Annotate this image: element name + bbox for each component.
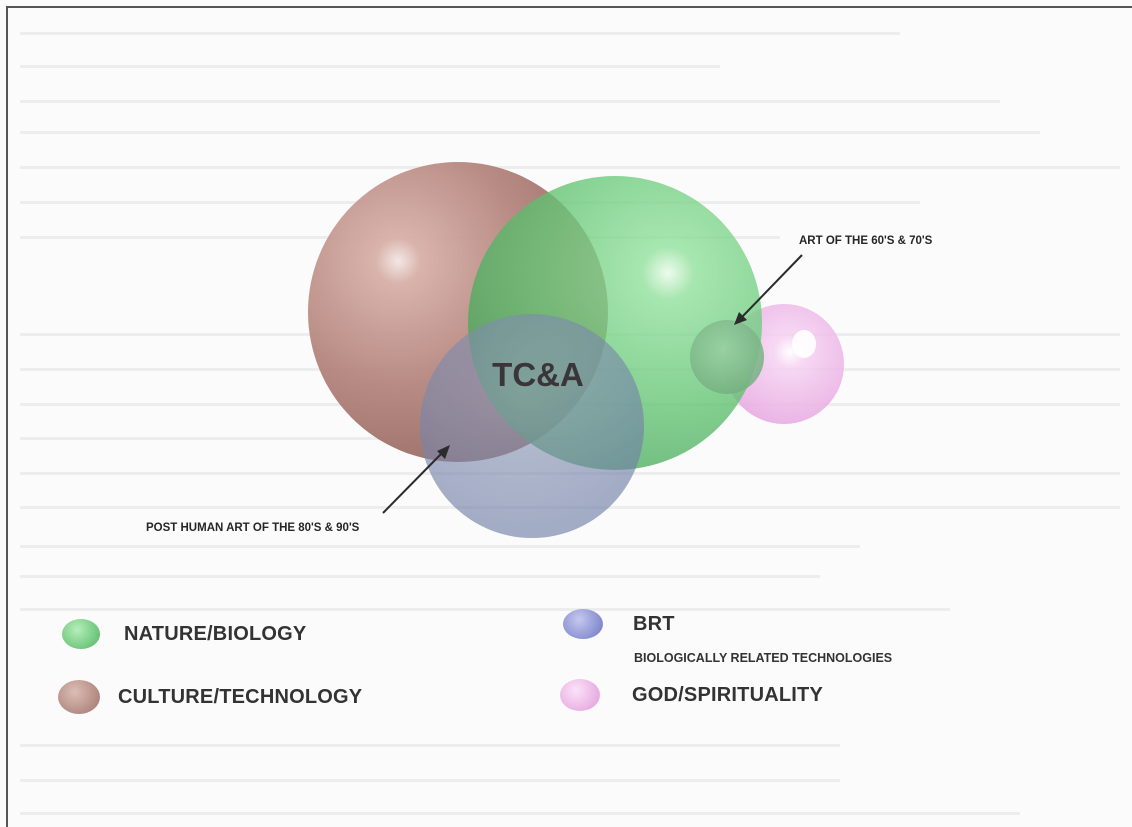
frame-border-top [6, 6, 1132, 8]
frame-border-left [6, 6, 8, 827]
bleed-line [20, 65, 720, 68]
legend-label-god: GOD/SPIRITUALITY [632, 683, 823, 706]
center-label: TC&A [492, 356, 584, 393]
legend-item-culture: CULTURE/TECHNOLOGY [58, 680, 362, 714]
brt-sphere [420, 314, 644, 538]
arrow-60s-70s-shaft [741, 254, 803, 318]
bleed-line [20, 32, 900, 35]
arrow-post-human-shaft [382, 452, 443, 514]
bleed-line [20, 779, 840, 782]
bleed-line [20, 100, 1000, 103]
bleed-line [20, 166, 1120, 169]
god-sphere-highlight [792, 330, 816, 358]
bleed-line [20, 131, 1040, 134]
bleed-line [20, 812, 1020, 815]
arrow-post-human-head [437, 445, 450, 459]
brt-swatch-icon [563, 609, 603, 639]
legend-label-nature: NATURE/BIOLOGY [124, 622, 307, 645]
art-60s-70s-sphere [690, 320, 764, 394]
brt-sphere-shade [420, 314, 644, 538]
bleed-line [20, 545, 860, 548]
legend-item-nature: NATURE/BIOLOGY [62, 619, 306, 649]
bleed-line [20, 575, 820, 578]
legend-item-brt: BRT [563, 609, 675, 639]
legend-label-culture: CULTURE/TECHNOLOGY [118, 685, 363, 708]
nature-swatch-icon [62, 619, 100, 649]
arrow-60s-70s-head [734, 312, 747, 325]
god-swatch-icon [560, 679, 600, 711]
annotation-post-human-art: POST HUMAN ART OF THE 80'S & 90'S [146, 522, 360, 534]
bleed-line [20, 608, 950, 611]
legend-sub-brt: BIOLOGICALLY RELATED TECHNOLOGIES [634, 651, 893, 665]
legend-label-brt: BRT [633, 612, 675, 635]
bleed-line [20, 437, 580, 440]
bleed-line [20, 744, 840, 747]
annotation-art-60s-70s: ART OF THE 60'S & 70'S [799, 235, 933, 247]
legend-item-god: GOD/SPIRITUALITY [560, 679, 823, 711]
culture-swatch-icon [58, 680, 100, 714]
